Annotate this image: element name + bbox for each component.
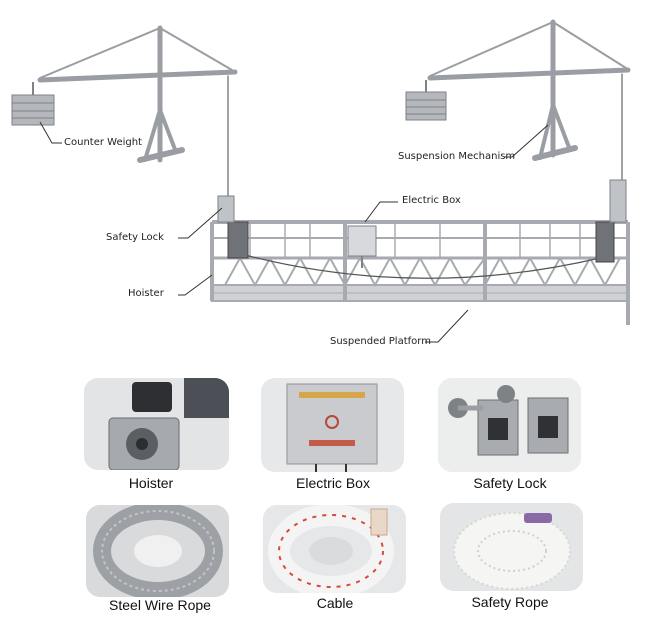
left-hoister [217,195,249,259]
component-caption-steel-wire-rope: Steel Wire Rope [109,597,211,613]
safety-lock-label: Safety Lock [106,232,164,243]
right-counter-weight [405,80,447,121]
cable-coil-photo [263,505,406,593]
suspended-platform [210,220,630,325]
suspended-platform-label: Suspended Platform [330,336,431,347]
safety-rope-coil-photo [440,503,583,591]
suspended-platform-drawing [11,19,631,343]
component-caption-cable: Cable [316,595,354,611]
counter-weight-label: Counter Weight [64,137,142,148]
steel-wire-coil-photo [86,505,229,597]
hoister-motor-photo [84,378,229,470]
electric-box [347,225,377,268]
safety-lock-photo [438,378,581,472]
component-caption-hoister: Hoister [128,475,174,491]
suspension-mechanism-label: Suspension Mechanism [398,151,516,162]
left-suspension-mechanism [37,25,238,201]
component-caption-safety-lock: Safety Lock [473,475,547,491]
left-counter-weight [11,82,55,126]
hoister-label: Hoister [128,288,164,299]
electric-box-label: Electric Box [402,195,461,206]
right-suspension-mechanism [427,19,631,186]
leader-lines [39,121,549,343]
electric-box-photo [261,378,404,472]
component-caption-electric-box: Electric Box [296,475,370,491]
component-caption-safety-rope: Safety Rope [471,594,549,610]
right-hoister [595,179,627,263]
